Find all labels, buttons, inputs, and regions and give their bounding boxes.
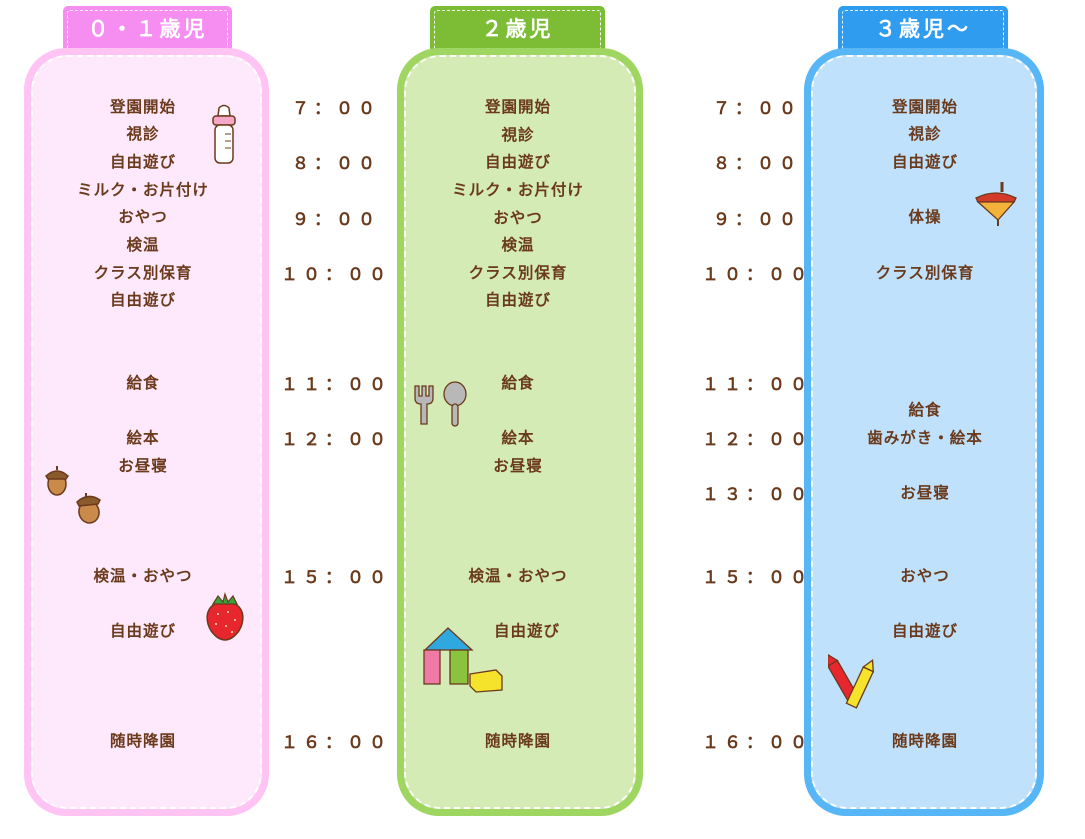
activity: 絵本 (501, 429, 535, 447)
time-label: ９：００ (292, 210, 380, 230)
activity: クラス別保育 (875, 264, 975, 282)
activity: 自由遊び (109, 291, 177, 309)
activity: 随時降園 (891, 732, 959, 750)
time-label: １３：００ (702, 485, 812, 505)
column-infant (24, 48, 269, 816)
activity: 体操 (908, 208, 942, 226)
time-label: １０：００ (281, 265, 391, 285)
activity: 給食 (126, 374, 160, 392)
activity: ミルク・お片付け (452, 181, 584, 199)
activity: 随時降園 (109, 732, 177, 750)
toy-blocks-icon (423, 627, 503, 693)
time-label: ９：００ (713, 210, 801, 230)
time-label: １２：００ (702, 430, 812, 450)
time-label: １６：００ (281, 733, 391, 753)
tab-age3-title: ３歳児～ (875, 17, 971, 41)
activity: 絵本 (126, 429, 160, 447)
activity: 登園開始 (484, 98, 552, 116)
activity: 自由遊び (109, 622, 177, 640)
activity: 登園開始 (109, 98, 177, 116)
time-label: １２：００ (281, 430, 391, 450)
fork-spoon-icon (414, 381, 467, 427)
acorn-icon (45, 466, 101, 524)
activity: 給食 (501, 374, 535, 392)
tab-infant-title: ０・１歳児 (87, 17, 208, 41)
activity: 視診 (126, 125, 160, 143)
activity: クラス別保育 (468, 264, 568, 282)
column-age2 (397, 48, 643, 816)
time-label: １５：００ (281, 568, 391, 588)
tab-age2: ２歳児 (430, 6, 605, 52)
activity: 歯みがき・絵本 (867, 429, 983, 447)
activity: 検温 (126, 236, 160, 254)
activity: 自由遊び (109, 153, 177, 171)
baby-bottle-icon (212, 104, 236, 164)
activity: 随時降園 (484, 732, 552, 750)
time-label: ８：００ (292, 154, 380, 174)
activity: 検温 (501, 236, 535, 254)
activity: お昼寝 (900, 484, 950, 502)
activity: おやつ (493, 209, 543, 227)
tab-age3: ３歳児～ (838, 6, 1008, 52)
time-label: ７：００ (292, 99, 380, 119)
time-label: １１：００ (281, 375, 391, 395)
strawberry-icon (206, 592, 244, 641)
crayon-icon (828, 653, 875, 709)
activity: 自由遊び (891, 153, 959, 171)
activity: お昼寝 (493, 457, 543, 475)
activity: おやつ (900, 567, 950, 585)
time-label: ８：００ (713, 154, 801, 174)
time-label: １５：００ (702, 568, 812, 588)
time-label: １１：００ (702, 375, 812, 395)
tab-age2-title: ２歳児 (481, 17, 554, 41)
time-label: １６：００ (702, 733, 812, 753)
activity: お昼寝 (118, 457, 168, 475)
activity: ミルク・お片付け (77, 181, 209, 199)
activity: 検温・おやつ (93, 567, 193, 585)
tab-infant: ０・１歳児 (63, 6, 232, 52)
time-label: １０：００ (702, 265, 812, 285)
activity: 自由遊び (484, 291, 552, 309)
activity: 給食 (908, 401, 942, 419)
time-label: ７：００ (713, 99, 801, 119)
activity: おやつ (118, 208, 168, 226)
activity: 登園開始 (891, 98, 959, 116)
spinning-top-icon (975, 182, 1017, 226)
activity: 検温・おやつ (468, 567, 568, 585)
activity: 自由遊び (493, 622, 561, 640)
activity: 自由遊び (891, 622, 959, 640)
activity: 視診 (908, 125, 942, 143)
activity: 視診 (501, 126, 535, 144)
activity: クラス別保育 (93, 264, 193, 282)
activity: 自由遊び (484, 153, 552, 171)
